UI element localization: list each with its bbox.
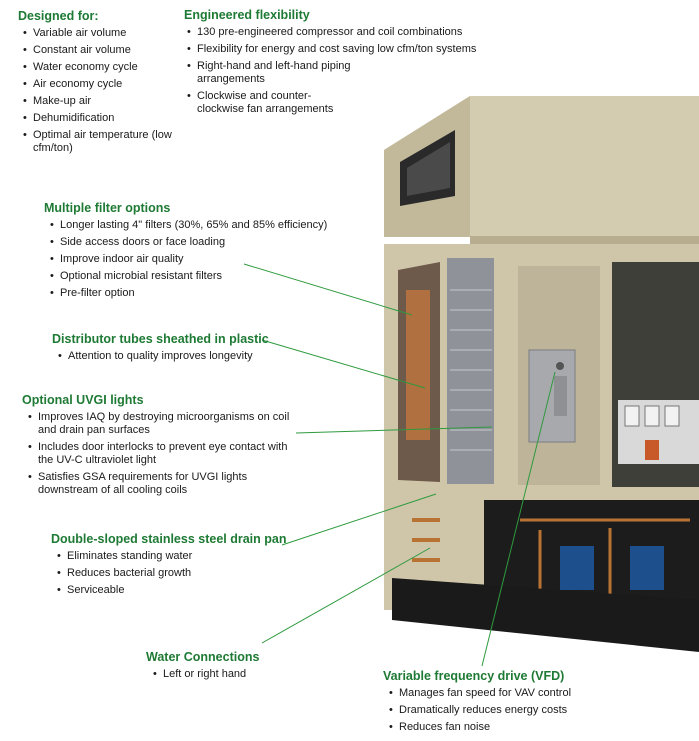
list-item: Right-hand and left-hand piping arrangem… — [187, 60, 367, 86]
list-item: Air economy cycle — [23, 78, 188, 91]
coil-fins — [450, 289, 492, 451]
list-item: Constant air volume — [23, 44, 188, 57]
list-item: Longer lasting 4" filters (30%, 65% and … — [50, 219, 344, 232]
distributor-tubes-heading: Distributor tubes sheathed in plastic — [52, 332, 269, 346]
list-item: 130 pre-engineered compressor and coil c… — [187, 26, 504, 39]
list-item: Improves IAQ by destroying microorganism… — [28, 411, 297, 437]
uvgi-lights-list: Improves IAQ by destroying microorganism… — [22, 411, 297, 497]
list-item: Serviceable — [57, 584, 291, 597]
filter-options-heading: Multiple filter options — [44, 201, 171, 215]
distributor-tubes-section: Distributor tubes sheathed in plastic At… — [52, 332, 282, 367]
leader-vfd — [481, 371, 556, 667]
list-item: Optional microbial resistant filters — [50, 270, 344, 283]
vfd-list: Manages fan speed for VAV control Dramat… — [383, 687, 613, 734]
leader-water — [261, 547, 431, 644]
uvgi-lights-section: Optional UVGI lights Improves IAQ by des… — [22, 393, 297, 501]
engineered-flexibility-section: Engineered flexibility 130 pre-engineere… — [184, 8, 504, 120]
list-item: Variable air volume — [23, 27, 188, 40]
list-item: Reduces fan noise — [389, 721, 613, 734]
vfd-section: Variable frequency drive (VFD) Manages f… — [383, 669, 613, 738]
refrigerant-piping — [520, 518, 690, 600]
list-item: Dehumidification — [23, 112, 188, 125]
leader-uvgi — [295, 426, 493, 434]
distributor-tubes-list: Attention to quality improves longevity — [52, 350, 282, 363]
water-connections-list: Left or right hand — [146, 668, 296, 681]
return-air-louver — [407, 142, 450, 196]
compressor — [630, 546, 664, 590]
filter-options-section: Multiple filter options Longer lasting 4… — [44, 201, 344, 304]
list-item: Make-up air — [23, 95, 188, 108]
list-item: Attention to quality improves longevity — [58, 350, 282, 363]
water-connections-heading: Water Connections — [146, 650, 260, 664]
engineered-flexibility-heading: Engineered flexibility — [184, 8, 310, 22]
vfd-heading: Variable frequency drive (VFD) — [383, 669, 565, 683]
list-item: Satisfies GSA requirements for UVGI ligh… — [28, 471, 297, 497]
list-item: Reduces bacterial growth — [57, 567, 291, 580]
copper-distributor-tubes — [406, 290, 430, 440]
unit-base — [392, 578, 699, 652]
contactor — [664, 405, 680, 427]
drain-pan-list: Eliminates standing water Reduces bacter… — [51, 550, 291, 597]
water-connections-section: Water Connections Left or right hand — [146, 650, 296, 685]
drain-pan-heading: Double-sloped stainless steel drain pan — [51, 532, 287, 546]
list-item: Eliminates standing water — [57, 550, 291, 563]
leader-distributor — [261, 339, 426, 389]
designed-for-section: Designed for: Variable air volume Consta… — [18, 9, 188, 159]
list-item: Dramatically reduces energy costs — [389, 704, 613, 717]
list-item: Optimal air temperature (low cfm/ton) — [23, 129, 173, 155]
list-item: Clockwise and counter-clockwise fan arra… — [187, 90, 347, 116]
vfd-knob-icon — [556, 362, 564, 370]
list-item: Left or right hand — [153, 668, 296, 681]
relay — [645, 440, 659, 460]
cabinet-seam — [470, 236, 699, 244]
filter-options-list: Longer lasting 4" filters (30%, 65% and … — [44, 219, 344, 300]
designed-for-heading: Designed for: — [18, 9, 99, 23]
engineered-flexibility-list: 130 pre-engineered compressor and coil c… — [184, 26, 504, 116]
vfd-panel — [554, 376, 567, 416]
compressor — [560, 546, 594, 590]
uvgi-lights-heading: Optional UVGI lights — [22, 393, 144, 407]
designed-for-list: Variable air volume Constant air volume … — [18, 27, 188, 155]
water-connection-piping — [412, 518, 440, 562]
list-item: Flexibility for energy and cost saving l… — [187, 43, 504, 56]
list-item: Manages fan speed for VAV control — [389, 687, 613, 700]
contactor — [644, 405, 660, 427]
drain-pan-section: Double-sloped stainless steel drain pan … — [51, 532, 291, 601]
leader-drain — [281, 493, 437, 546]
list-item: Pre-filter option — [50, 287, 344, 300]
list-item: Side access doors or face loading — [50, 236, 344, 249]
contactor — [624, 405, 640, 427]
list-item: Water economy cycle — [23, 61, 188, 74]
list-item: Improve indoor air quality — [50, 253, 344, 266]
vfd-enclosure — [528, 349, 576, 443]
list-item: Includes door interlocks to prevent eye … — [28, 441, 297, 467]
